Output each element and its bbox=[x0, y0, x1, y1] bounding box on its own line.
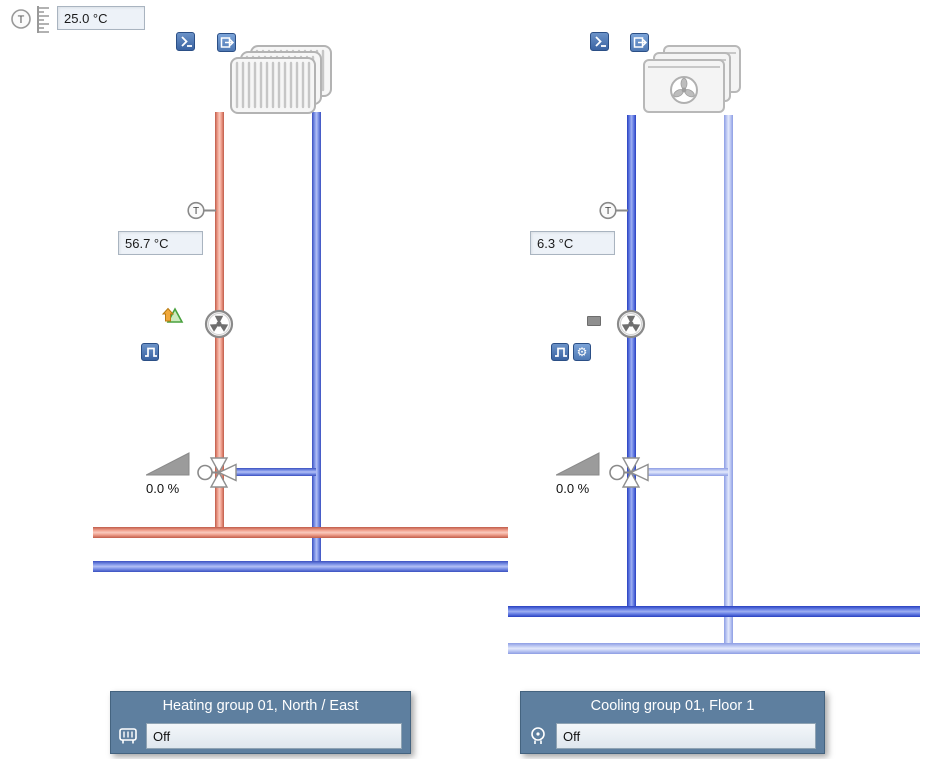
heating-supply-temp-sensor[interactable]: T bbox=[187, 201, 217, 220]
sensor-letter: T bbox=[193, 206, 199, 217]
valve-actuator-icon bbox=[609, 464, 625, 481]
cooling-group-panel: Cooling group 01, Floor 1 Off bbox=[520, 691, 825, 754]
heating-supply-main bbox=[93, 527, 508, 538]
cooling-command-prompt-icon[interactable] bbox=[590, 32, 609, 51]
pump-impeller-icon bbox=[621, 315, 641, 332]
cooling-pump-status-icon bbox=[587, 316, 601, 326]
heating-symbol-icon bbox=[119, 728, 137, 744]
cooling-symbol-icon bbox=[531, 727, 545, 744]
heating-boxed-arrow-icon[interactable] bbox=[217, 33, 236, 52]
outdoor-temperature-sensor-icon[interactable]: T bbox=[8, 2, 56, 38]
outdoor-temperature-field[interactable]: 25.0 °C bbox=[57, 6, 145, 30]
heating-pump[interactable] bbox=[204, 309, 234, 339]
sensor-letter: T bbox=[18, 14, 25, 26]
cooling-gears-icon[interactable]: ⚙ bbox=[573, 343, 591, 361]
cooling-supply-main bbox=[508, 606, 920, 617]
heating-valve-signal-ramp-icon bbox=[146, 452, 190, 476]
cooling-boxed-arrow-icon[interactable] bbox=[630, 33, 649, 52]
heating-pump-status-icon bbox=[161, 307, 184, 323]
fan-blades-icon bbox=[673, 77, 695, 98]
cooling-supply-temp-field[interactable]: 6.3 °C bbox=[530, 231, 615, 255]
sensor-letter: T bbox=[605, 206, 611, 217]
heating-pulse-trend-icon[interactable] bbox=[141, 343, 159, 361]
heating-panel-title: Heating group 01, North / East bbox=[162, 697, 359, 714]
heating-command-prompt-icon[interactable] bbox=[176, 32, 195, 51]
gear-glyph: ⚙ bbox=[576, 345, 588, 359]
cooling-valve-position: 0.0 % bbox=[556, 481, 590, 496]
cooling-supply-temp-sensor[interactable]: T bbox=[599, 201, 629, 220]
heating-supply-temp-field[interactable]: 56.7 °C bbox=[118, 231, 203, 255]
heating-bypass-pipe bbox=[236, 468, 316, 476]
cooling-pulse-trend-icon[interactable] bbox=[551, 343, 569, 361]
cooling-panel-title: Cooling group 01, Floor 1 bbox=[590, 697, 755, 714]
heating-return-main bbox=[93, 561, 508, 572]
heating-group-panel: Heating group 01, North / East Off bbox=[110, 691, 411, 754]
cooling-valve[interactable] bbox=[609, 454, 657, 491]
cooling-return-pipe bbox=[724, 115, 733, 654]
heating-valve[interactable] bbox=[197, 454, 245, 491]
cooling-status-field[interactable]: Off bbox=[556, 723, 816, 749]
fan-coil-icon bbox=[643, 45, 741, 113]
cooling-pump[interactable] bbox=[616, 309, 646, 339]
cooling-supply-pipe bbox=[627, 115, 636, 617]
heating-return-pipe bbox=[312, 112, 321, 572]
cooling-valve-signal-ramp-icon bbox=[556, 452, 600, 476]
valve-actuator-icon bbox=[197, 464, 213, 481]
cooling-bypass-pipe bbox=[648, 468, 728, 476]
cooling-return-main bbox=[508, 643, 920, 654]
heating-status-field[interactable]: Off bbox=[146, 723, 402, 749]
pump-impeller-icon bbox=[209, 315, 229, 332]
heating-valve-position: 0.0 % bbox=[146, 481, 180, 496]
radiator-icon bbox=[230, 45, 332, 114]
